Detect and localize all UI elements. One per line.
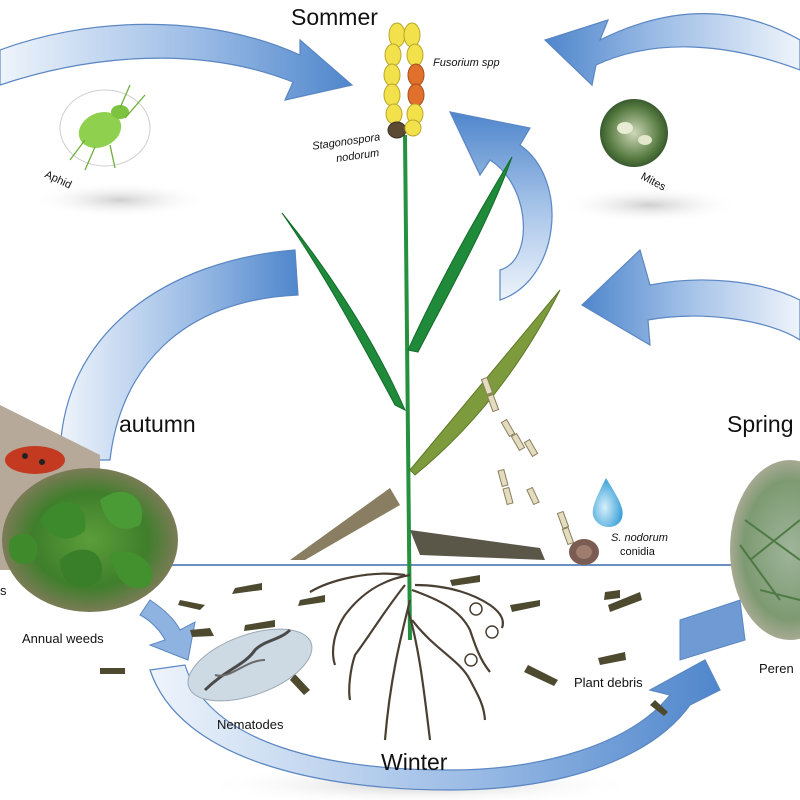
leaf-left-upper bbox=[282, 213, 405, 410]
arrow-topleft bbox=[0, 24, 352, 100]
label-fusarium: Fusorium spp bbox=[433, 57, 500, 69]
mites-shadow bbox=[560, 187, 740, 223]
label-annual-weeds: Annual weeds bbox=[22, 631, 104, 646]
label-perennial: Peren bbox=[759, 661, 794, 676]
water-drop bbox=[593, 478, 623, 527]
arrow-spring bbox=[582, 250, 800, 345]
ladybird bbox=[5, 446, 65, 474]
dead-leaf-left bbox=[290, 488, 400, 560]
arrow-perennial bbox=[680, 600, 745, 660]
mites-image bbox=[600, 99, 668, 167]
season-spring: Spring bbox=[727, 411, 793, 438]
label-conidia-1: S. nodorum bbox=[611, 532, 668, 544]
dead-leaf-right bbox=[410, 530, 545, 560]
label-nematodes: Nematodes bbox=[217, 717, 283, 732]
arrow-stagonospora bbox=[450, 112, 552, 300]
conidia-chains bbox=[481, 377, 573, 544]
label-plant-debris: Plant debris bbox=[574, 675, 643, 690]
season-summer: Sommer bbox=[291, 4, 378, 31]
aphid-shadow bbox=[30, 182, 210, 218]
arrow-weeds-down bbox=[140, 600, 195, 660]
label-conidia-2: conidia bbox=[620, 546, 655, 558]
season-autumn: autumn bbox=[119, 411, 196, 438]
wheat-ear bbox=[384, 23, 424, 138]
label-cut-left: s bbox=[0, 583, 7, 598]
leaf-right-upper bbox=[408, 157, 512, 352]
season-winter: Winter bbox=[381, 749, 447, 776]
arrow-topright bbox=[545, 14, 800, 85]
